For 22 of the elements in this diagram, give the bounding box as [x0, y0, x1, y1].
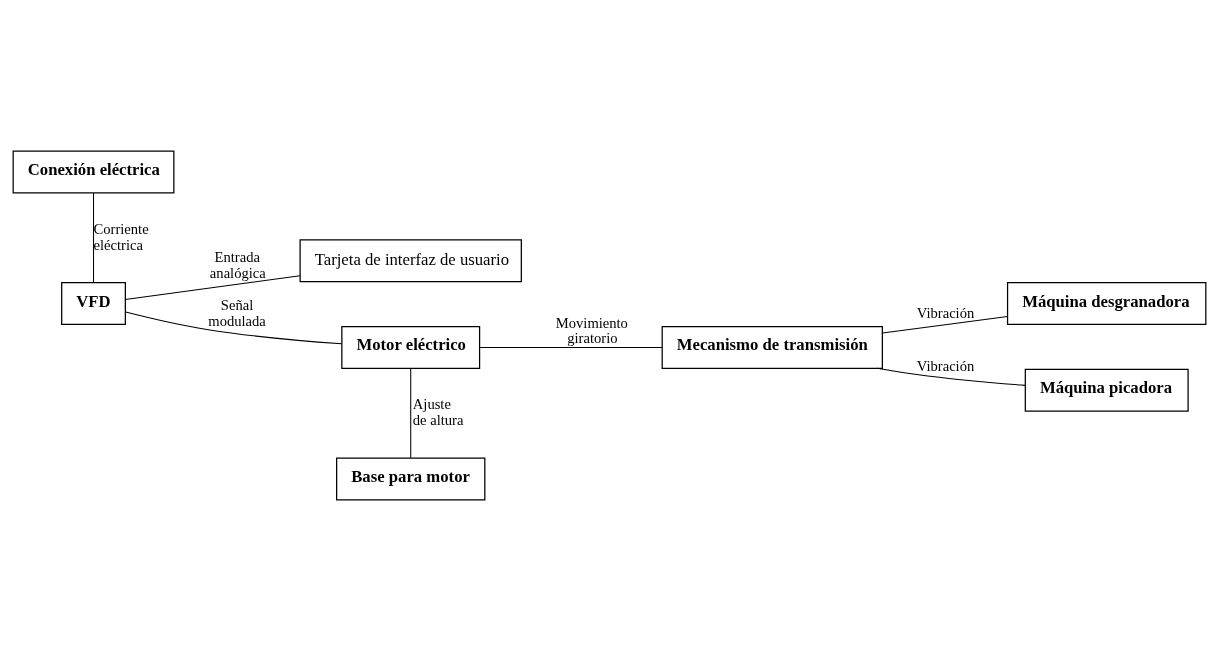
node-box: Máquina picadora [1024, 368, 1189, 412]
edge-label: Ajuste de altura [412, 396, 463, 428]
edge-label: Señal modulada [207, 297, 266, 329]
node-box: Base para motor [335, 457, 485, 501]
node-box: Motor eléctrico [340, 325, 480, 369]
connector [124, 275, 301, 300]
edge-label: Movimiento giratorio [555, 314, 628, 347]
connector [409, 367, 411, 459]
edge-label: Corriente eléctrica [93, 220, 149, 253]
node-box: Mecanismo de transmisión [661, 325, 883, 369]
connector [875, 367, 1026, 386]
edge-label: Vibración [916, 357, 974, 374]
node-box: Conexión eléctrica [12, 150, 174, 194]
node-box: Máquina desgranadora [1006, 282, 1206, 326]
connector [124, 311, 342, 345]
edge-label: Vibración [916, 305, 974, 322]
connector [478, 346, 663, 348]
node-box: VFD [60, 282, 126, 326]
node-box: Tarjeta de interfaz de usuario [299, 239, 522, 283]
connector [881, 316, 1008, 334]
connector [92, 192, 94, 283]
edge-label: Entrada analógica [209, 249, 266, 281]
